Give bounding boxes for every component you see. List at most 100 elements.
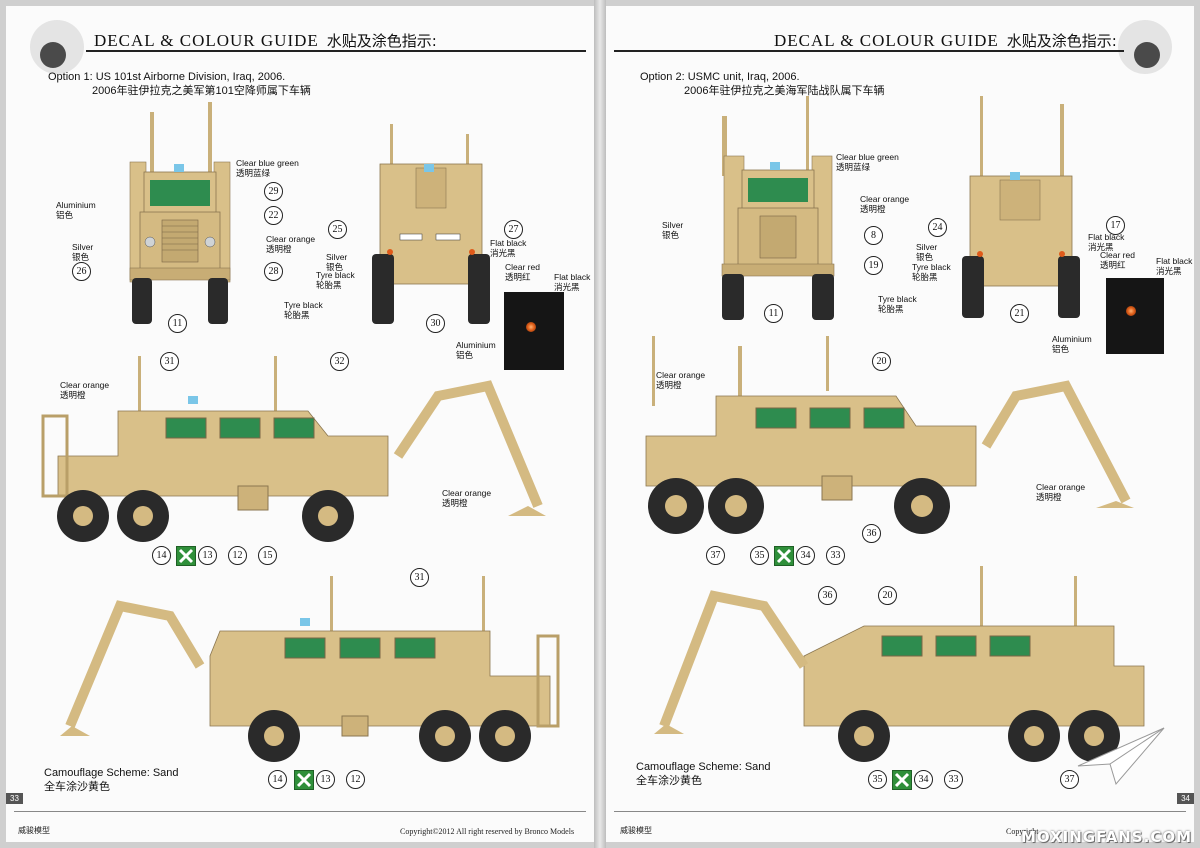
decal-35: 35 bbox=[750, 546, 769, 565]
header-disc-dark bbox=[40, 42, 66, 68]
label-text: Clear blue green bbox=[236, 158, 299, 168]
red-light-icon bbox=[526, 322, 536, 332]
footer-copyright: Copyright bbox=[1006, 827, 1039, 836]
camo-text: Camouflage Scheme: Sand bbox=[44, 767, 179, 779]
decal-22: 22 bbox=[264, 206, 283, 225]
label-text: Aluminium bbox=[456, 340, 496, 350]
decal-33-lower: 33 bbox=[944, 770, 963, 789]
label-cn: 透明橙 bbox=[656, 380, 682, 390]
decal-12: 12 bbox=[228, 546, 247, 565]
label-text: Tyre black bbox=[284, 300, 323, 310]
decal-25: 25 bbox=[328, 220, 347, 239]
decal-20-lower: 20 bbox=[878, 586, 897, 605]
label-cn: 透明红 bbox=[505, 272, 531, 282]
label-cn: 铝色 bbox=[456, 350, 474, 360]
label-cn: 消光黑 bbox=[490, 248, 516, 258]
decal-20: 20 bbox=[872, 352, 891, 371]
label-text: Clear orange bbox=[1036, 482, 1086, 492]
label-cn: 消光黑 bbox=[1088, 242, 1114, 252]
label-cn: 透明橙 bbox=[860, 204, 886, 214]
decal-36-lower: 36 bbox=[818, 586, 837, 605]
label-text: Clear blue green bbox=[836, 152, 899, 162]
label-text: Clear orange bbox=[656, 370, 706, 380]
label-text: Aluminium bbox=[1052, 334, 1092, 344]
label-cn: 透明橙 bbox=[1036, 492, 1062, 502]
label-text: Clear orange bbox=[60, 380, 110, 390]
label-cn: 消光黑 bbox=[1156, 266, 1182, 276]
side-view-right-vehicle bbox=[645, 336, 1134, 534]
option-1-title: Option 1: US 101st Airborne Division, Ir… bbox=[48, 70, 311, 98]
decal-17: 17 bbox=[1106, 216, 1125, 235]
camo-cn: 全车涂沙黄色 bbox=[44, 781, 110, 793]
label-cn: 透明红 bbox=[1100, 260, 1126, 270]
flat-black-swatch bbox=[1106, 278, 1164, 354]
camo-cn: 全车涂沙黄色 bbox=[636, 775, 702, 787]
decal-11: 11 bbox=[168, 314, 187, 333]
option-2-title: Option 2: USMC unit, Iraq, 2006. 2006年驻伊… bbox=[640, 70, 884, 98]
side-view-right-vehicle bbox=[41, 356, 546, 542]
option-2-line2: 2006年驻伊拉克之美海军陆战队属下车辆 bbox=[684, 85, 885, 97]
page-number: 33 bbox=[6, 793, 23, 804]
decal-square-icon-lower bbox=[892, 770, 912, 790]
label-cn: 轮胎黑 bbox=[912, 272, 938, 282]
footer-copyright: Copyright©2012 All right reserved by Bro… bbox=[400, 827, 575, 836]
option-1-line1: Option 1: US 101st Airborne Division, Ir… bbox=[48, 71, 286, 83]
decal-34: 34 bbox=[796, 546, 815, 565]
label-text: Clear orange bbox=[442, 488, 492, 498]
decal-35-lower: 35 bbox=[868, 770, 887, 789]
label-cn: 透明橙 bbox=[60, 390, 86, 400]
decal-36: 36 bbox=[862, 524, 881, 543]
decal-34-lower: 34 bbox=[914, 770, 933, 789]
label-text: Silver bbox=[326, 252, 348, 262]
label-text: Flat black bbox=[490, 238, 527, 248]
label-cn: 透明蓝绿 bbox=[236, 168, 271, 178]
header-rule bbox=[86, 50, 586, 52]
label-cn: 轮胎黑 bbox=[316, 280, 342, 290]
title-text: DECAL & COLOUR GUIDE bbox=[774, 31, 999, 50]
decal-24: 24 bbox=[928, 218, 947, 237]
decal-square-icon bbox=[176, 546, 196, 566]
label-text: Clear orange bbox=[860, 194, 910, 204]
decal-21: 21 bbox=[1010, 304, 1029, 323]
decal-29: 29 bbox=[264, 182, 283, 201]
header-rule bbox=[614, 50, 1124, 52]
label-cn: 铝色 bbox=[1052, 344, 1070, 354]
decal-31-lower: 31 bbox=[410, 568, 429, 587]
decal-31: 31 bbox=[160, 352, 179, 371]
decal-37-lower: 37 bbox=[1060, 770, 1079, 789]
decal-28: 28 bbox=[264, 262, 283, 281]
decal-8: 8 bbox=[864, 226, 883, 245]
label-cn: 透明橙 bbox=[442, 498, 468, 508]
label-cn: 消光黑 bbox=[554, 282, 580, 292]
footer-rule bbox=[614, 811, 1186, 812]
decal-33: 33 bbox=[826, 546, 845, 565]
decal-14: 14 bbox=[152, 546, 171, 565]
side-view-left-vehicle bbox=[60, 576, 560, 762]
footer-brand: 威骏模型 bbox=[18, 826, 50, 835]
decal-15: 15 bbox=[258, 546, 277, 565]
label-cn: 透明蓝绿 bbox=[836, 162, 871, 172]
decal-13: 13 bbox=[198, 546, 217, 565]
label-text: Flat black bbox=[1156, 256, 1193, 266]
